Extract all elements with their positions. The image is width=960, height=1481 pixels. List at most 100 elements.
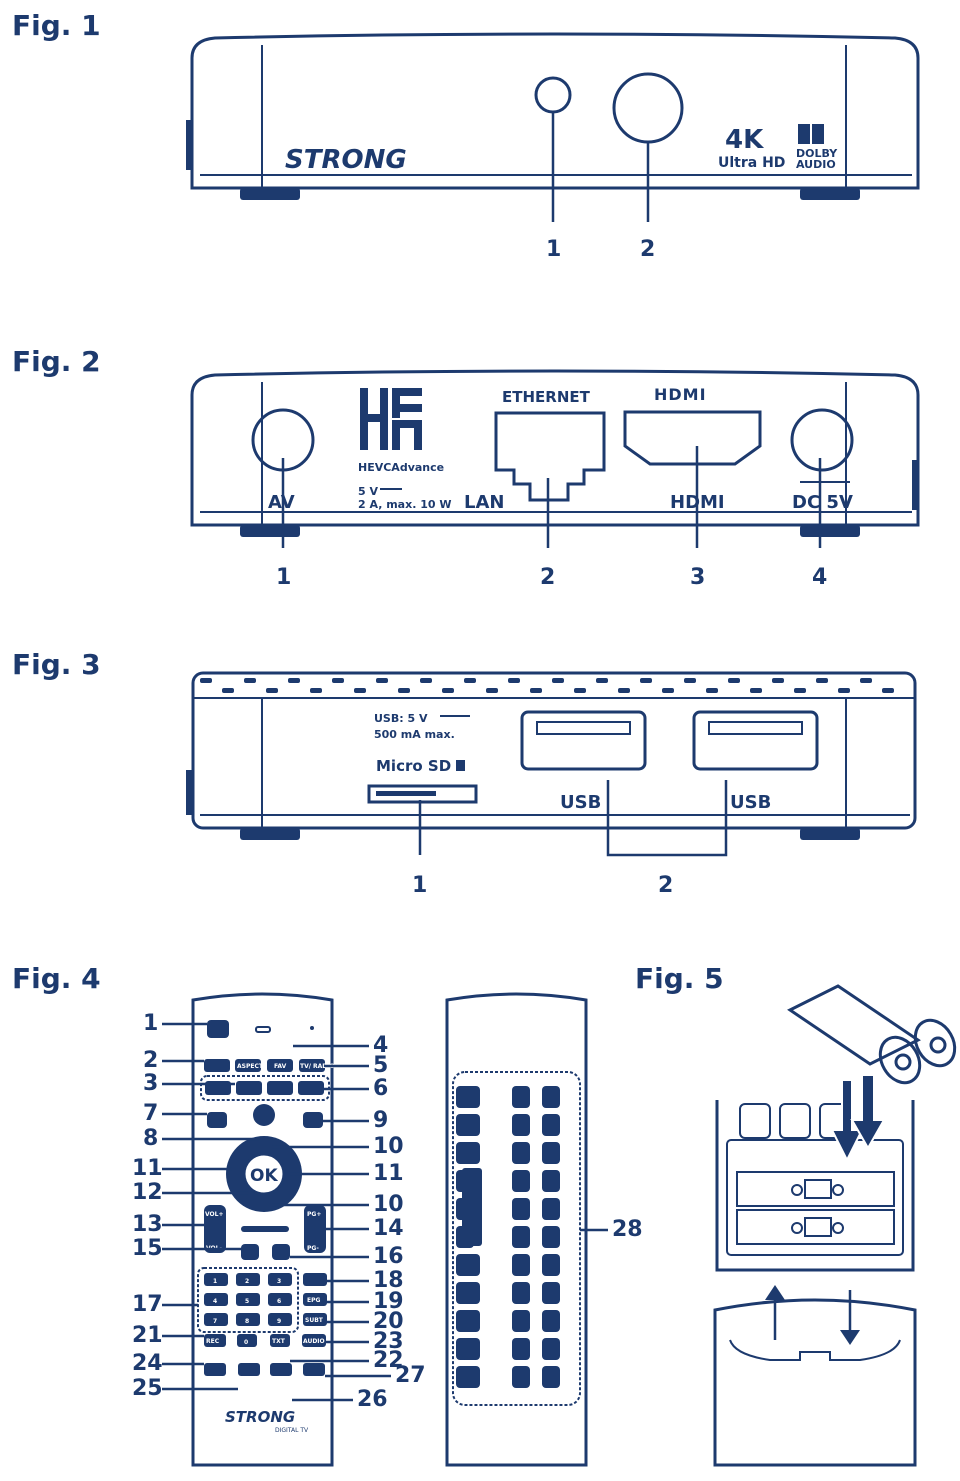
digit-button xyxy=(268,1273,292,1286)
menu-button xyxy=(207,1112,227,1128)
page-rocker xyxy=(304,1205,326,1253)
svg-text:0: 0 xyxy=(244,1339,248,1346)
vent-slot xyxy=(222,688,234,693)
vent-slot xyxy=(750,688,762,693)
fig2-callout-3: 3 xyxy=(690,565,705,590)
fig2-title: Fig. 2 xyxy=(12,345,101,378)
remote-back-keyboard xyxy=(445,992,588,1467)
fig4-right-callout: 23 xyxy=(373,1329,404,1354)
svg-text:TV/ RADIO: TV/ RADIO xyxy=(300,1063,335,1070)
keyboard-key xyxy=(542,1254,560,1276)
vent-slot xyxy=(640,678,652,683)
usb-label-left: USB xyxy=(560,792,601,813)
keyboard-key xyxy=(462,1114,480,1136)
svg-text:EPG: EPG xyxy=(307,1297,320,1304)
fig3-callout-1: 1 xyxy=(412,873,427,898)
info-button xyxy=(303,1273,327,1286)
txt-button xyxy=(270,1334,290,1347)
keyboard-key xyxy=(462,1282,480,1304)
insert-arrow-icon xyxy=(830,1074,886,1163)
digit-label: 3 xyxy=(277,1278,281,1285)
fig4-left-callout: 1 xyxy=(143,1011,158,1036)
keyboard-key xyxy=(542,1310,560,1332)
figure-3: Fig. 3 USB: 5 V 500 mA max. Micro SD USB… xyxy=(12,648,917,898)
digit-button xyxy=(268,1313,292,1326)
vent-slot xyxy=(882,688,894,693)
svg-text:FAV: FAV xyxy=(274,1063,287,1070)
keyboard-key xyxy=(512,1366,530,1388)
fig4-right-callout: 4 xyxy=(373,1033,388,1058)
hdmi-logo-text: HDMI xyxy=(654,385,707,404)
hdmi-port xyxy=(623,410,762,466)
fav-button xyxy=(267,1059,293,1072)
keyboard-key xyxy=(542,1226,560,1248)
badge-dolby: DOLBY xyxy=(796,147,838,160)
usb-power-voltage: USB: 5 V xyxy=(374,712,428,725)
keyboard-toggle-button xyxy=(272,1244,290,1260)
fig4-left-callout: 25 xyxy=(132,1376,163,1401)
vent-slot xyxy=(266,688,278,693)
power-rating-current: 2 A, max. 10 W xyxy=(358,498,451,511)
home-button xyxy=(253,1104,275,1126)
digit-button xyxy=(204,1313,228,1326)
dc-label: DC 5V xyxy=(792,492,853,513)
fig4-left-callout: 7 xyxy=(143,1101,158,1126)
keyboard-key xyxy=(462,1142,480,1164)
vent-slot xyxy=(552,678,564,683)
fig4-right-callout: 11 xyxy=(373,1161,404,1186)
keyboard-key xyxy=(542,1170,560,1192)
fig4-right-callout: 16 xyxy=(373,1244,404,1269)
qwerty-keys xyxy=(456,1086,560,1388)
fig4-left-callout: 15 xyxy=(132,1236,163,1261)
vent-slot xyxy=(794,688,806,693)
keyboard-key xyxy=(542,1198,560,1220)
box-front-view: STRONG 4K Ultra HD DOLBY AUDIO xyxy=(186,32,920,200)
battery-cover xyxy=(713,1298,917,1467)
usb-port-right xyxy=(692,710,819,771)
minus-terminal-icon xyxy=(832,1184,844,1196)
fig1-brand-logo: STRONG xyxy=(285,145,407,175)
remote-battery-compartment xyxy=(715,1100,915,1272)
yellow-button xyxy=(267,1081,293,1095)
ok-button xyxy=(242,1152,286,1196)
digit-label: 8 xyxy=(245,1318,249,1325)
digit-label: 5 xyxy=(245,1298,249,1305)
svg-text:REC: REC xyxy=(206,1338,220,1345)
keyboard-key xyxy=(462,1254,480,1276)
back-button xyxy=(303,1112,323,1128)
keyboard-key xyxy=(542,1086,560,1108)
digit-label: 7 xyxy=(213,1318,217,1325)
keyboard-key xyxy=(542,1282,560,1304)
digit-button xyxy=(204,1293,228,1306)
vent-slot xyxy=(486,688,498,693)
keyboard-key xyxy=(512,1226,530,1248)
green-button xyxy=(236,1081,262,1095)
digit-button xyxy=(236,1293,260,1306)
tv-radio-button xyxy=(299,1059,325,1072)
vent-slot xyxy=(354,688,366,693)
hevc-advance-text: HEVCAdvance xyxy=(358,461,444,474)
usb-label-right: USB xyxy=(730,792,771,813)
digit-label: 6 xyxy=(277,1298,281,1305)
vent-slot xyxy=(706,688,718,693)
keyboard-key xyxy=(542,1142,560,1164)
audio-button xyxy=(302,1334,326,1347)
fig4-left-callout: 13 xyxy=(132,1212,163,1237)
vent-slot xyxy=(464,678,476,683)
mouse-button xyxy=(241,1244,259,1260)
fig4-right-callout: 5 xyxy=(373,1053,388,1078)
fig4-left-callout: 21 xyxy=(132,1323,163,1348)
keyboard-key xyxy=(462,1310,480,1332)
microsd-slot xyxy=(367,784,478,804)
fig2-callout-4: 4 xyxy=(812,565,827,590)
keyboard-key xyxy=(462,1086,480,1108)
usb-port-left xyxy=(520,710,647,771)
volume-rocker xyxy=(204,1205,226,1253)
play-pause-button xyxy=(238,1363,260,1376)
keyboard-key xyxy=(512,1310,530,1332)
power-button xyxy=(207,1020,229,1038)
vent-slot xyxy=(420,678,432,683)
fig4-left-callout: 8 xyxy=(143,1126,158,1151)
